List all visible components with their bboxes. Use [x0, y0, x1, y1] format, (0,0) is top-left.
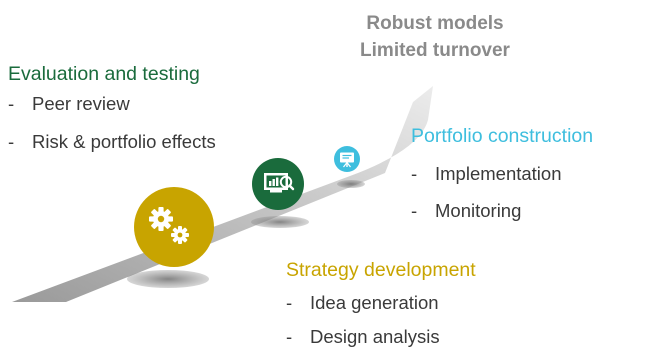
strategy-item: -Design analysis: [286, 325, 440, 349]
shadow-portfolio: [337, 180, 365, 188]
monitor-chart-magnifier-icon: [252, 158, 304, 210]
evaluation-item: -Risk & portfolio effects: [8, 130, 216, 154]
portfolio-item-label: Implementation: [435, 163, 562, 184]
evaluation-item: -Peer review: [8, 92, 130, 116]
bullet-dash: -: [8, 93, 15, 114]
portfolio-item: -Monitoring: [411, 199, 521, 223]
outcome-line-1: Robust models: [366, 13, 504, 34]
shadow-strategy: [127, 270, 209, 288]
portfolio-heading: Portfolio construction: [411, 125, 594, 147]
shadow-evaluation: [251, 216, 309, 228]
bullet-dash: -: [411, 163, 418, 184]
evaluation-item-label: Peer review: [32, 93, 130, 114]
strategy-item: -Idea generation: [286, 291, 439, 315]
bullet-dash: -: [286, 292, 293, 313]
gears-icon: [134, 187, 214, 267]
portfolio-item: -Implementation: [411, 162, 561, 186]
strategy-item-label: Idea generation: [310, 292, 439, 313]
presentation-board-icon: [334, 146, 360, 172]
bullet-dash: -: [411, 200, 418, 221]
evaluation-item-label: Risk & portfolio effects: [32, 131, 216, 152]
outcome-line-2: Limited turnover: [360, 40, 510, 61]
strategy-item-label: Design analysis: [310, 326, 440, 347]
bullet-dash: -: [8, 131, 15, 152]
bullet-dash: -: [286, 326, 293, 347]
strategy-heading: Strategy development: [286, 259, 476, 281]
evaluation-heading: Evaluation and testing: [8, 63, 200, 85]
portfolio-item-label: Monitoring: [435, 200, 522, 221]
outcome-label: Robust models Limited turnover: [330, 10, 540, 64]
